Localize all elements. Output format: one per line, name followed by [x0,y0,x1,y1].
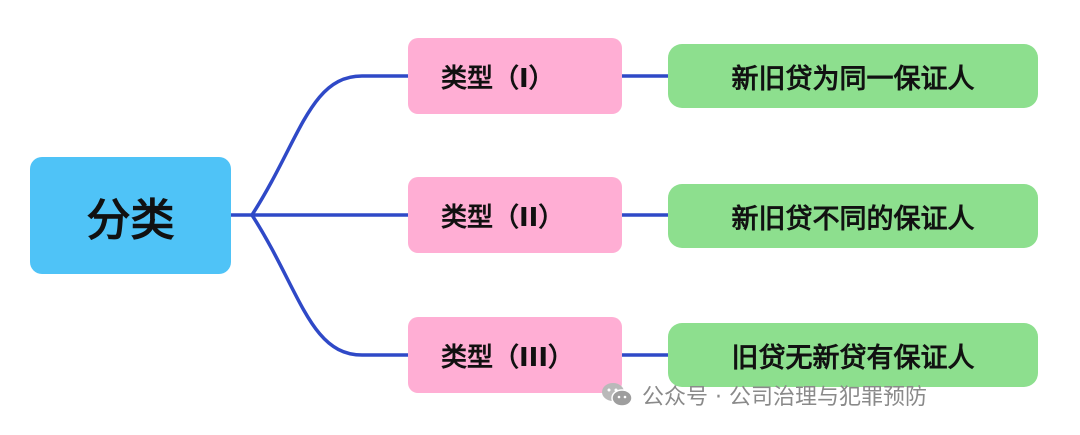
description-node-2: 新旧贷不同的保证人 [668,184,1038,248]
type-node-2: 类型（II） [408,177,622,253]
type-label-1: 类型（I） [441,63,555,94]
watermark: 公众号 · 公司治理与犯罪预防 [600,375,927,415]
watermark-text: 公众号 · 公司治理与犯罪预防 [642,385,927,410]
connector-root-to-type-1 [231,74,408,217]
type-node-3: 类型（III） [408,317,622,393]
type-node-1: 类型（I） [408,38,622,114]
wechat-icon [602,383,633,407]
description-label-2: 新旧贷不同的保证人 [731,203,975,235]
root-label: 分类 [86,194,175,246]
type-label-2: 类型（II） [441,202,565,233]
description-label-1: 新旧贷为同一保证人 [731,63,975,95]
root-node: 分类 [30,157,231,274]
description-node-3: 旧贷无新贷有保证人 [668,323,1038,387]
type-label-3: 类型（III） [441,342,575,373]
description-label-3: 旧贷无新贷有保证人 [731,342,975,374]
connector-root-to-type-3 [250,214,408,357]
description-node-1: 新旧贷为同一保证人 [668,44,1038,108]
